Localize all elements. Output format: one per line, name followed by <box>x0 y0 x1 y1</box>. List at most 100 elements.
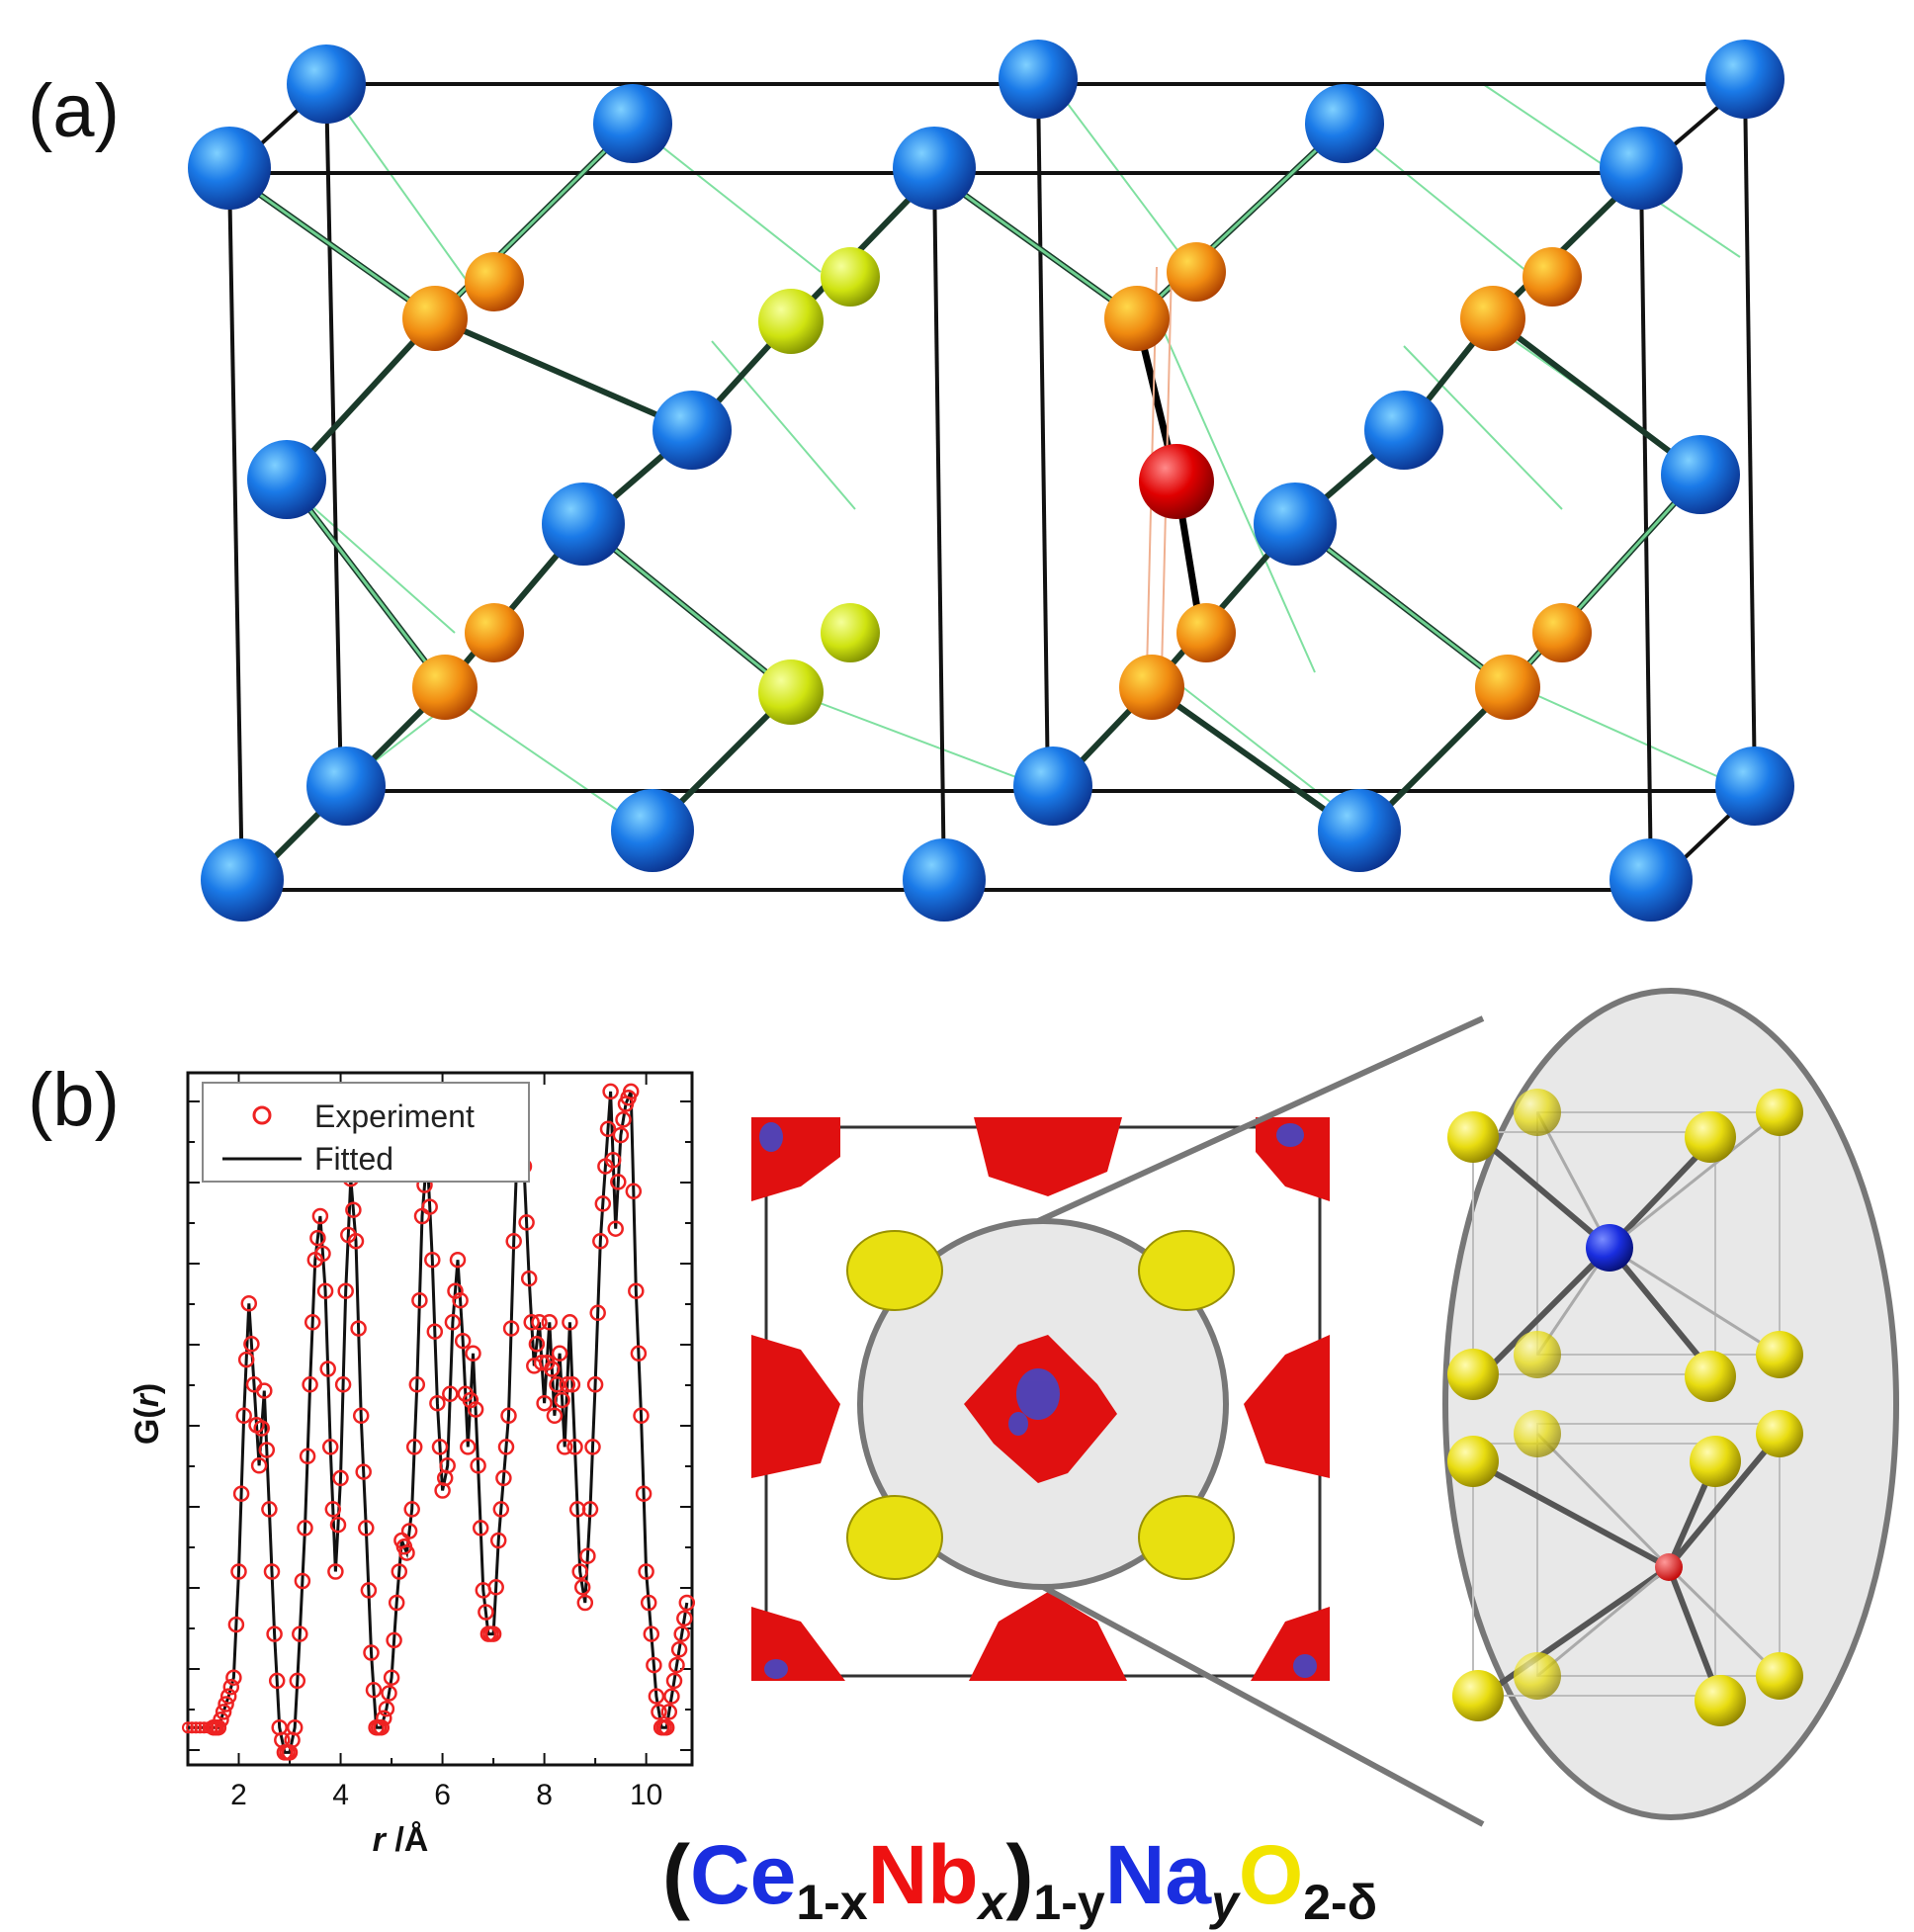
data-point-experiment <box>268 1672 286 1690</box>
data-point-experiment <box>594 1195 612 1212</box>
panel-b-label: (b) <box>28 1058 120 1142</box>
data-point-experiment <box>358 1520 375 1537</box>
legend-label-experiment: Experiment <box>314 1098 475 1134</box>
data-point-experiment <box>579 1547 596 1564</box>
data-point-experiment <box>520 1270 538 1287</box>
data-point-experiment <box>261 1501 278 1518</box>
data-point-experiment <box>360 1582 378 1599</box>
data-point-experiment <box>460 1439 477 1455</box>
data-point-experiment <box>321 1439 339 1455</box>
axis-ticks <box>187 1073 692 1765</box>
data-point-experiment <box>186 1721 199 1734</box>
data-point-experiment <box>411 1291 428 1309</box>
data-point-experiment <box>610 1174 627 1190</box>
data-point-experiment <box>408 1376 426 1393</box>
data-point-experiment <box>352 1407 370 1425</box>
data-point-experiment <box>388 1594 405 1612</box>
data-point-experiment <box>365 1682 383 1699</box>
data-point-experiment <box>198 1721 211 1734</box>
data-point-experiment <box>452 1291 469 1309</box>
data-point-experiment <box>243 1336 260 1353</box>
data-point-experiment <box>332 1469 349 1487</box>
data-point-experiment <box>329 1516 347 1534</box>
data-point-experiment <box>646 1656 662 1674</box>
data-point-experiment <box>678 1594 696 1612</box>
data-point-experiment <box>210 1721 222 1734</box>
data-point-experiment <box>355 1463 372 1480</box>
data-point-experiment <box>294 1572 311 1590</box>
yellow-oxygen-atoms <box>1447 1089 1803 1726</box>
data-point-experiment <box>622 1083 640 1100</box>
data-point-experiment <box>668 1656 685 1674</box>
data-point-experiment <box>566 1439 583 1455</box>
series-experiment-points <box>182 1083 696 1761</box>
data-point-experiment <box>505 1233 522 1250</box>
data-point-experiment <box>541 1314 559 1331</box>
data-point-experiment <box>215 1704 232 1720</box>
data-point-experiment <box>289 1672 306 1690</box>
data-point-experiment <box>182 1721 194 1734</box>
data-point-experiment <box>381 1685 397 1702</box>
data-point-experiment <box>478 1604 494 1621</box>
data-point-experiment <box>449 1251 467 1269</box>
legend-label-fitted: Fitted <box>314 1141 393 1177</box>
data-point-experiment <box>604 1152 622 1169</box>
data-point-experiment <box>194 1721 207 1734</box>
red-defect-atom <box>1139 444 1214 519</box>
data-point-experiment <box>502 1320 520 1337</box>
x-tick-label: 4 <box>332 1779 349 1811</box>
data-point-experiment <box>612 1126 630 1144</box>
y-axis-title: G(r) <box>129 1383 166 1445</box>
data-point-experiment <box>673 1625 690 1642</box>
data-point-experiment <box>215 1721 226 1734</box>
data-point-experiment <box>190 1721 203 1734</box>
data-point-experiment <box>258 1442 276 1458</box>
data-point-experiment <box>602 1083 619 1100</box>
zoom-line-bottom <box>1041 1584 1485 1827</box>
data-point-experiment <box>429 1394 446 1412</box>
data-point-experiment <box>304 1314 321 1331</box>
data-point-experiment <box>549 1376 566 1393</box>
data-point-experiment <box>551 1345 568 1362</box>
data-point-experiment <box>350 1320 367 1337</box>
data-point-experiment <box>625 1183 643 1200</box>
data-point-experiment <box>586 1376 604 1393</box>
data-point-experiment <box>663 1688 680 1705</box>
zoomed-local-structure <box>1442 988 1899 1820</box>
data-point-experiment <box>554 1391 570 1409</box>
data-point-experiment <box>386 1631 402 1649</box>
data-point-experiment <box>489 1532 507 1549</box>
data-point-experiment <box>630 1345 648 1362</box>
data-point-experiment <box>465 1345 481 1362</box>
data-point-experiment <box>263 1563 281 1580</box>
data-point-experiment <box>400 1523 418 1539</box>
data-point-experiment <box>235 1407 252 1425</box>
ce-patches <box>759 1122 1317 1679</box>
data-point-experiment <box>576 1594 594 1612</box>
data-point-experiment <box>472 1520 489 1537</box>
oxygen-clouds <box>846 1230 1235 1580</box>
data-point-experiment <box>222 1678 240 1696</box>
data-point-experiment <box>467 1401 484 1418</box>
data-point-experiment <box>431 1439 449 1455</box>
series-fitted-line <box>188 1091 689 1754</box>
lime-atoms <box>758 247 880 725</box>
data-point-experiment <box>230 1563 247 1580</box>
data-point-experiment <box>640 1594 657 1612</box>
data-point-experiment <box>544 1361 561 1377</box>
data-point-experiment <box>405 1439 423 1455</box>
data-point-experiment <box>615 1111 632 1128</box>
data-point-experiment <box>286 1718 304 1736</box>
data-point-experiment <box>398 1544 415 1561</box>
data-point-experiment <box>657 1718 675 1736</box>
data-point-experiment <box>426 1323 444 1340</box>
data-point-experiment <box>218 1696 234 1712</box>
data-point-experiment <box>559 1376 576 1393</box>
data-point-experiment <box>589 1304 606 1322</box>
crystal-structure-a <box>188 40 1794 922</box>
data-point-experiment <box>487 1579 504 1596</box>
data-point-experiment <box>536 1394 553 1412</box>
legend-box <box>202 1082 530 1183</box>
data-point-experiment <box>635 1485 652 1502</box>
